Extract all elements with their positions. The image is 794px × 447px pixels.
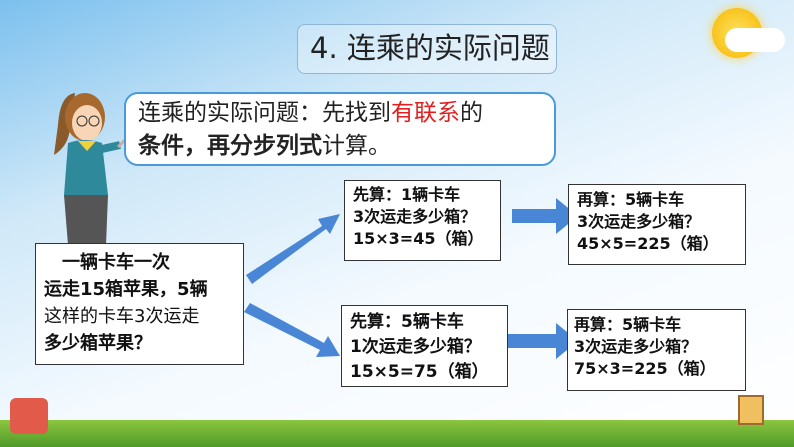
problem-line: 这样的卡车3次运走 (44, 306, 200, 327)
step-line: 先算：1辆卡车 (353, 185, 461, 204)
step-line: 15×3=45（箱） (353, 229, 484, 248)
problem-line: 运走15箱苹果，5辆 (44, 279, 208, 300)
problem-line: 一辆卡车一次 (44, 252, 170, 273)
tip-highlight: 有联系 (391, 100, 460, 126)
step-line: 再算：5辆卡车 (574, 315, 682, 334)
step-box-4: 再算：5辆卡车 3次运走多少箱？ 75×3=225（箱） (567, 309, 746, 391)
tip-text: 连乘的实际问题：先找到 (138, 100, 391, 126)
arrow-right-icon (512, 198, 578, 234)
arrow-down-right-icon (244, 303, 340, 357)
step-line: 1次运走多少箱？ (350, 337, 481, 357)
arrow-up-right-icon (246, 214, 340, 284)
page-title: 4. 连乘的实际问题 (297, 24, 557, 74)
step-box-1: 先算：1辆卡车 3次运走多少箱？ 15×3=45（箱） (344, 180, 501, 261)
step-line: 45×5=225（箱） (577, 234, 719, 253)
step-line: 3次运走多少箱？ (577, 212, 701, 231)
tip-text: 的 (460, 100, 483, 126)
tip-line-2: 条件，再分步列式计算。 (138, 130, 554, 163)
easel-illustration (738, 395, 764, 425)
step-line: 75×3=225（箱） (574, 359, 716, 378)
problem-line: 多少箱苹果？ (44, 333, 152, 354)
tip-text: 计算。 (322, 133, 391, 159)
cloud-icon (725, 28, 785, 52)
teacher-illustration (54, 93, 135, 245)
step-box-2: 先算：5辆卡车 1次运走多少箱？ 15×5=75（箱） (341, 305, 508, 387)
step-line: 再算：5辆卡车 (577, 190, 685, 209)
tip-bubble: 连乘的实际问题：先找到有联系的 条件，再分步列式计算。 (124, 92, 556, 166)
step-line: 先算：5辆卡车 (350, 312, 464, 332)
step-line: 15×5=75（箱） (350, 362, 489, 382)
tip-line-1: 连乘的实际问题：先找到有联系的 (138, 97, 554, 130)
step-box-3: 再算：5辆卡车 3次运走多少箱？ 45×5=225（箱） (568, 184, 746, 265)
step-line: 3次运走多少箱？ (353, 207, 477, 226)
problem-box: 一辆卡车一次 运走15箱苹果，5辆 这样的卡车3次运走 多少箱苹果？ (35, 243, 244, 365)
grass-decoration (0, 420, 794, 447)
reading-child-illustration (10, 398, 48, 434)
tip-bold-text: 条件，再分步列式 (138, 133, 322, 159)
arrow-right-icon (508, 323, 578, 359)
step-line: 3次运走多少箱？ (574, 337, 698, 356)
